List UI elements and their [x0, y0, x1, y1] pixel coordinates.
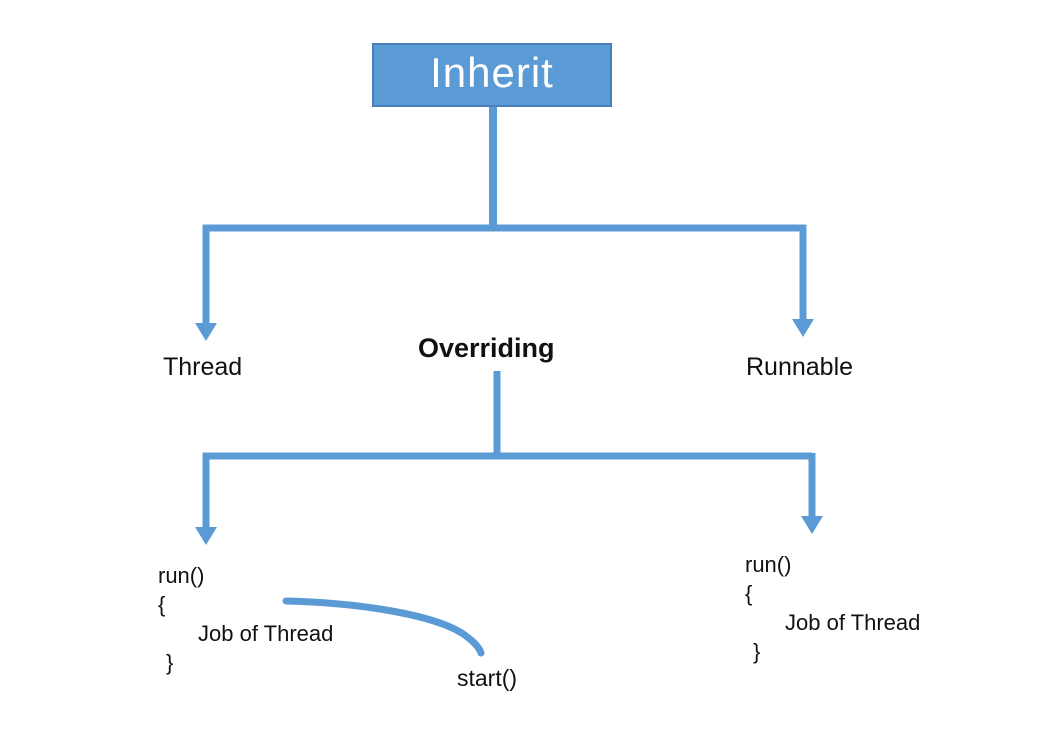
inherit-node-label: Inherit — [430, 49, 554, 96]
code-line: { — [745, 581, 753, 606]
start-method-label: start() — [457, 665, 518, 691]
runnable-node-label: Runnable — [746, 353, 854, 381]
runnable-run-code-block: run() { Job of Thread } — [745, 550, 920, 666]
runnable-arrow-head — [792, 319, 814, 337]
code-line: Job of Thread — [785, 610, 921, 635]
code-line: run() — [745, 552, 792, 577]
thread-run-code-block: run() { Job of Thread } — [158, 561, 333, 677]
code-line: } — [753, 639, 761, 664]
code-line: { — [158, 592, 166, 617]
start-curve — [282, 597, 485, 657]
overriding-heading: Overriding — [418, 333, 555, 363]
right-run-arrow-head — [801, 516, 823, 534]
left-run-arrow-head — [195, 527, 217, 545]
thread-node-label: Thread — [163, 353, 243, 381]
code-line: } — [166, 650, 174, 675]
code-line: run() — [158, 563, 205, 588]
inherit-node: Inherit — [372, 43, 612, 107]
code-line: Job of Thread — [198, 621, 334, 646]
thread-arrow-head — [195, 323, 217, 341]
